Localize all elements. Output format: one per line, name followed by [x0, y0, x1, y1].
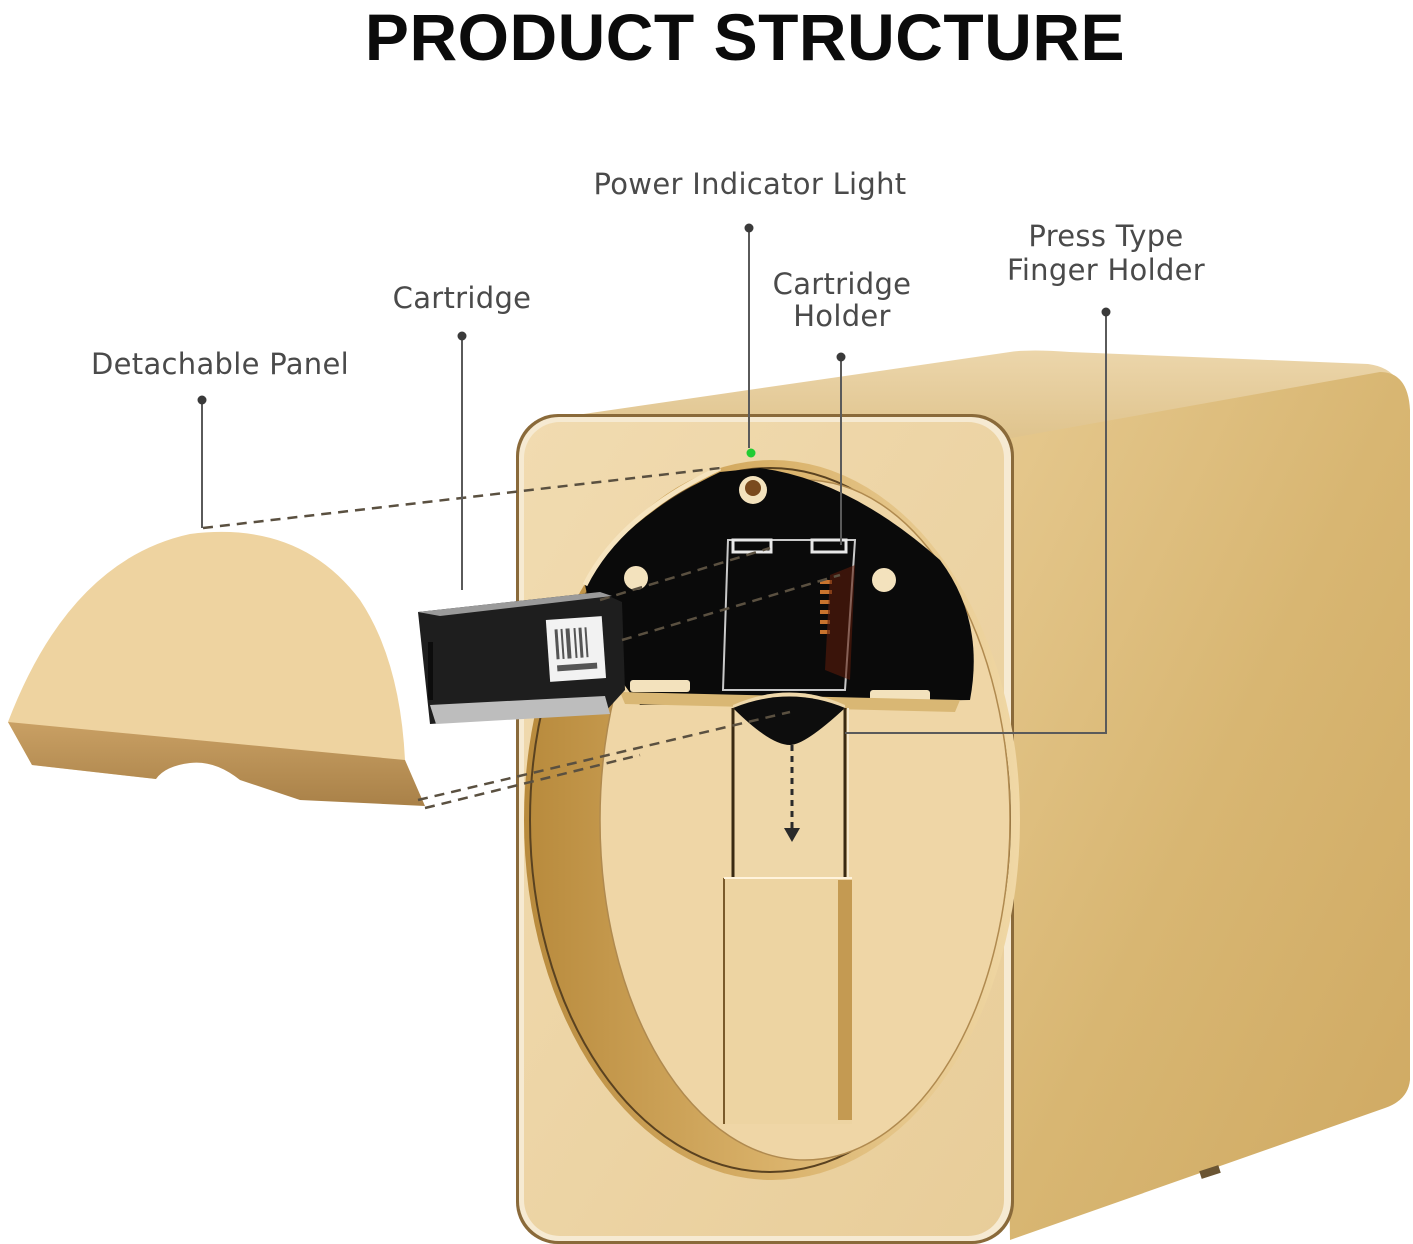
label-power-indicator-light: Power Indicator Light — [570, 168, 930, 200]
label-press-type-finger-holder: Press Type Finger Holder — [986, 219, 1226, 287]
label-cartridge-holder-line1: Cartridge — [772, 267, 912, 301]
printer-body — [516, 350, 1410, 1244]
label-cartridge-text: Cartridge — [392, 281, 532, 315]
label-detachable-panel: Detachable Panel — [70, 348, 370, 380]
label-press-type-line1: Press Type — [1028, 219, 1184, 253]
label-cartridge: Cartridge — [372, 282, 552, 314]
label-cartridge-holder-line2: Holder — [793, 299, 891, 333]
label-cartridge-holder: Cartridge Holder — [752, 268, 932, 332]
label-press-type-line2: Finger Holder — [1006, 253, 1206, 287]
label-power-indicator-text: Power Indicator Light — [593, 167, 907, 201]
finger-holder — [723, 692, 852, 1124]
page-title: PRODUCT STRUCTURE — [364, 0, 1126, 74]
cartridge-part — [418, 592, 625, 724]
power-indicator-light — [746, 448, 756, 458]
detachable-panel-part — [8, 531, 425, 806]
leader-lines — [201, 228, 1107, 734]
label-detachable-panel-text: Detachable Panel — [91, 347, 349, 381]
